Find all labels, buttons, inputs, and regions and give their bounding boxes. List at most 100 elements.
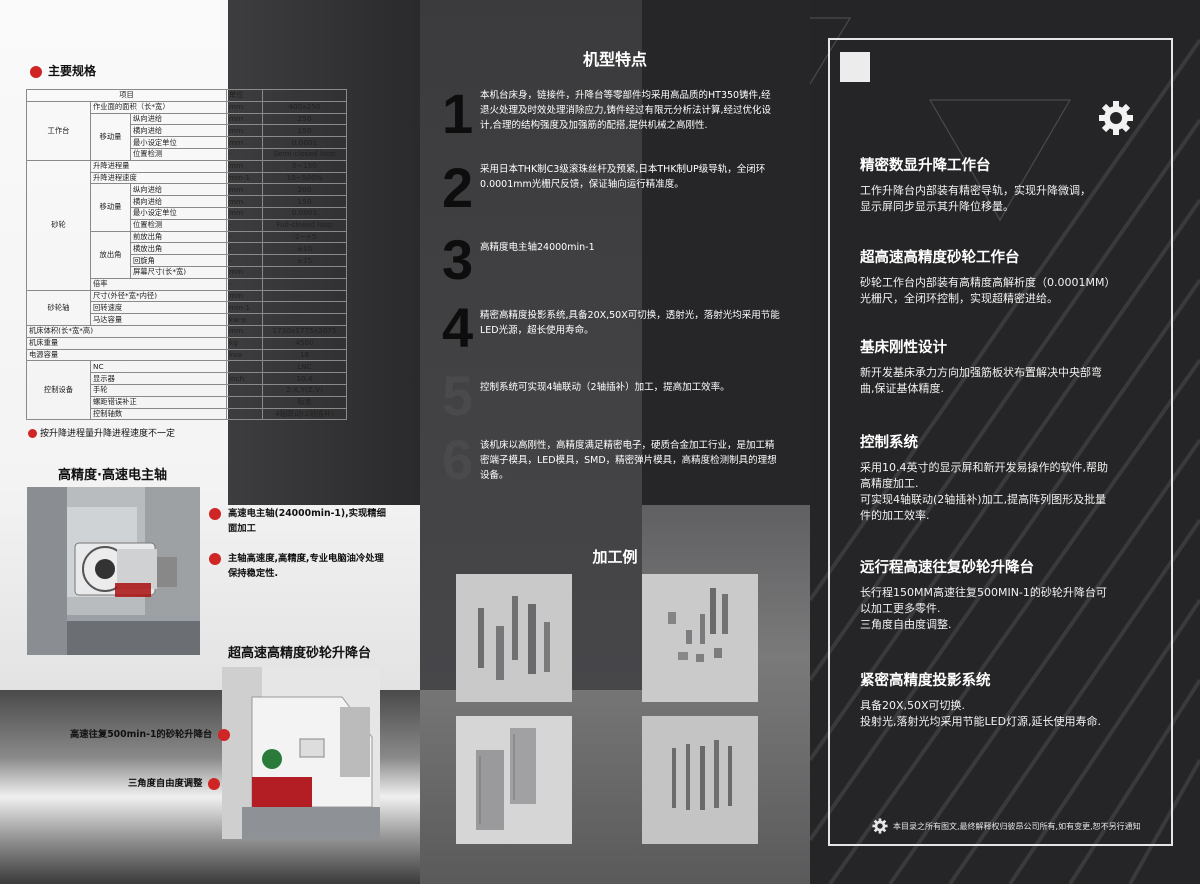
section-line: 高精度加工. <box>860 477 919 490</box>
spec-cell: 工作台 <box>26 100 91 161</box>
processing-photo-3 <box>456 716 572 844</box>
dark-column <box>642 0 810 505</box>
spec-cell <box>262 313 347 326</box>
section-body: 采用10.4英寸的显示屏和新开发易操作的软件,帮助 高精度加工. 可实现4轴联动… <box>860 460 1160 524</box>
section-line: 可实现4轴联动(2轴插补)加工,提高阵列图形及批量 <box>860 493 1107 506</box>
spec-cell: NC <box>90 360 227 374</box>
lift-feature-2-text: 三角度自由度调整 <box>128 778 203 789</box>
spec-row: 螺距错误补正标准 <box>27 395 347 409</box>
right-section: 紧密高精度投影系统 具备20X,50X可切换. 投射光,落射光均采用节能LED灯… <box>860 669 1160 730</box>
spec-cell: inch <box>226 372 263 385</box>
right-section: 控制系统 采用10.4英寸的显示屏和新开发易操作的软件,帮助 高精度加工. 可实… <box>860 431 1160 524</box>
spec-cell: 回旋角 <box>130 254 227 267</box>
spec-note: 按升降进程量升降进程速度不一定 <box>28 426 175 439</box>
spec-cell: 位置检测 <box>130 147 227 161</box>
features-title: 机型特点 <box>582 50 647 69</box>
spec-cell: 横向进给 <box>130 124 227 138</box>
processing-photo-4 <box>642 716 758 844</box>
spec-cell: 0.0001 <box>262 206 347 220</box>
bullet-icon <box>218 728 231 741</box>
spindle-feature-2-text: 主轴高速度,高精度,专业电脑油冷处理保持稳定性. <box>228 553 384 579</box>
section-body: 新开发基床承力方向加强筋板状布置解决中央部弯 曲,保证基体精度. <box>860 365 1160 397</box>
diagonal-stripes <box>810 17 1200 884</box>
spec-cell: 4轴联动(2轴插补) <box>262 407 347 421</box>
spec-cell: - <box>226 147 263 161</box>
spec-cell: 位置检测 <box>130 218 227 232</box>
spec-cell: kva <box>226 348 263 362</box>
bullet-icon <box>209 553 221 565</box>
spec-cell: mm <box>226 195 263 208</box>
spec-cell: 放出角 <box>90 230 131 279</box>
section-body: 长行程150MM高速往复500MIN-1的砂轮升降台可 以加工更多零件. 三角度… <box>860 585 1160 633</box>
section-body: 具备20X,50X可切换. 投射光,落射光均采用节能LED灯源,延长使用寿命. <box>860 698 1160 730</box>
spec-cell: mm <box>226 183 263 197</box>
spec-cell: mm <box>226 112 263 126</box>
section-line: 工作升降台内部装有精密导轨，实现升降微调， <box>860 184 1091 197</box>
spec-title: 主要规格 <box>30 62 96 79</box>
feature-number: 5 <box>442 364 474 427</box>
right-section: 远行程高速往复砂轮升降台 长行程150MM高速往复500MIN-1的砂轮升降台可… <box>860 556 1160 633</box>
section-body: 砂轮工作台内部装有高精度高解析度（0.0001MM） 光栅尺，全闭环控制，实现超… <box>860 275 1160 307</box>
spec-cell: ±15 <box>262 254 347 267</box>
spec-cell: mm <box>226 136 263 149</box>
spec-cell <box>226 383 263 397</box>
spec-cell: 作业面的面积（长*宽） <box>90 100 227 114</box>
spec-row: 控制轴数 4轴联动(2轴插补) <box>27 407 347 421</box>
feature-number: 3 <box>442 228 474 291</box>
section-line: 以加工更多零件. <box>860 602 941 615</box>
spec-header-row: 项目单位 <box>26 89 347 102</box>
spec-cell: 10~500% <box>262 171 347 185</box>
spec-cell: 控制轴数 <box>90 407 227 421</box>
spec-cell: ±10 <box>262 242 347 256</box>
spec-cell: 显示器 <box>90 372 227 385</box>
feature-number: 4 <box>442 296 474 359</box>
spec-row: 屏幕尺寸(长*宽)mm <box>27 265 347 279</box>
spindle-photo <box>27 487 200 655</box>
spec-cell: 横向进给 <box>130 195 227 208</box>
spec-cell: 2:X,Y(Z,V) <box>262 383 347 397</box>
spec-cell: kw-p <box>226 313 263 326</box>
section-line: 砂轮工作台内部装有高精度高解析度（0.0001MM） <box>860 276 1116 289</box>
spec-cell: 纵向进给 <box>130 112 227 126</box>
spec-cell <box>262 265 347 279</box>
spec-cell: mm <box>226 124 263 138</box>
spindle-title: 高精度·高速电主轴 <box>58 468 167 483</box>
feature-number: 6 <box>442 428 474 491</box>
spec-cell: 横放出角 <box>130 242 227 256</box>
section-body: 工作升降台内部装有精密导轨，实现升降微调， 显示屏同步显示其升降位移量。 <box>860 183 1160 215</box>
spec-cell <box>262 289 347 303</box>
spec-cell: 150 <box>262 124 347 138</box>
spec-cell: min-1 <box>226 301 263 315</box>
bullet-icon <box>30 65 42 78</box>
spec-cell: 砂轮 <box>26 159 91 291</box>
spec-cell: mm <box>226 289 263 303</box>
spec-cell: 250 <box>262 112 347 126</box>
spec-cell: 螺距错误补正 <box>90 395 227 409</box>
processing-photo-2 <box>642 574 758 702</box>
processing-photo-1 <box>456 574 572 702</box>
spec-header-cell <box>262 89 347 102</box>
spec-cell: - <box>226 277 263 291</box>
spec-cell: mm <box>226 324 263 338</box>
spec-title-text: 主要规格 <box>48 64 97 78</box>
spec-cell: - <box>226 242 263 256</box>
section-heading: 远行程高速往复砂轮升降台 <box>860 560 1034 576</box>
section-line: 光栅尺，全闭环控制，实现超精密进给。 <box>860 292 1058 305</box>
spec-cell: 1730x1775x2075 <box>262 324 347 338</box>
spec-cell: 200 <box>262 183 347 197</box>
spec-row: 放出角前放出角--2~+5 <box>27 230 347 279</box>
right-panel: 精密数显升降工作台 工作升降台内部装有精密导轨，实现升降微调， 显示屏同步显示其… <box>810 0 1200 884</box>
section-heading: 基床刚性设计 <box>860 340 947 356</box>
feature-text: 精密高精度投影系统,具备20X,50X可切换，透射光，落射光均采用节能LED光源… <box>480 310 780 336</box>
spec-cell: 砂轮轴 <box>26 289 91 326</box>
lift-feature-2: 三角度自由度调整 <box>128 775 221 790</box>
spec-cell: 4500 <box>262 336 347 350</box>
spec-cell: - <box>226 254 263 267</box>
